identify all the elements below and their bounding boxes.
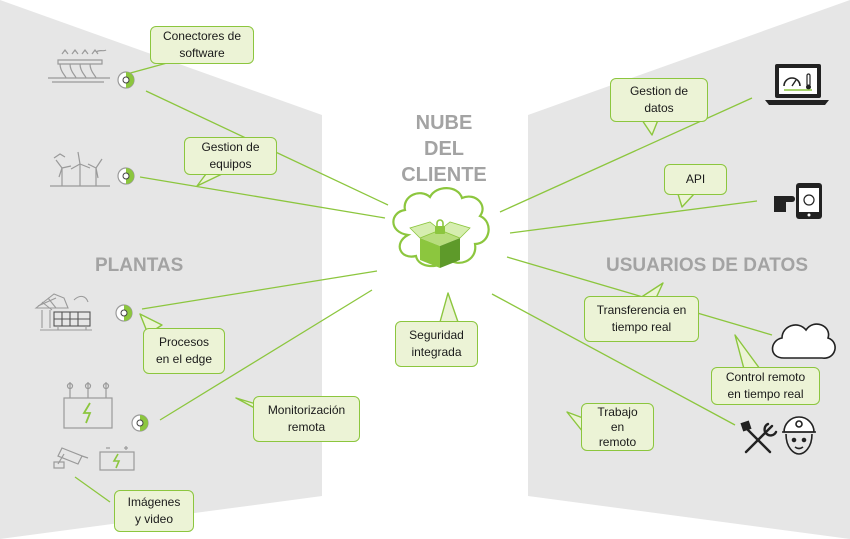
wind-turbines-icon: [50, 151, 110, 187]
cloud-title: NUBE DEL CLIENTE: [401, 112, 487, 186]
bubble-gestion-datos: Gestion de datos: [610, 78, 708, 122]
tail-imagenes: [74, 476, 111, 503]
technician-icon: [782, 416, 816, 455]
bubble-control-remoto: Control remoto en tiempo real: [711, 367, 820, 405]
cloud-outline-icon: [771, 323, 836, 359]
dot-solar-icon: [115, 304, 133, 322]
dot-dam-icon: [117, 71, 135, 89]
bubble-procesos-edge: Procesos en el edge: [143, 328, 225, 374]
bubble-conectores-software: Conectores de software: [150, 26, 254, 64]
cloud-box-icon: [392, 187, 490, 268]
line-tools: [491, 293, 736, 426]
tail-seguridad: [439, 292, 459, 323]
laptop-dashboard-icon: [765, 64, 829, 105]
plants-panel: [0, 0, 322, 539]
bubble-transferencia-tiempo-real: Transferencia en tiempo real: [584, 296, 699, 342]
bubble-seguridad-integrada: Seguridad integrada: [395, 321, 478, 367]
line-solar: [141, 270, 378, 310]
plants-title: PLANTAS: [95, 255, 184, 276]
tools-icon: [740, 420, 778, 454]
dot-transformer-icon: [131, 414, 149, 432]
tablet-touch-icon: [774, 183, 822, 219]
line-transformer: [159, 289, 373, 421]
bubble-gestion-equipos: Gestion de equipos: [184, 137, 277, 175]
line-tablet: [509, 200, 758, 234]
transformer-icon: [63, 382, 113, 429]
users-title: USUARIOS DE DATOS: [606, 255, 808, 276]
plant-dots: [115, 71, 149, 432]
bubble-trabajo-remoto: Trabajo en remoto: [581, 403, 654, 451]
bubble-monitorizacion-remota: Monitorización remota: [253, 396, 360, 442]
dam-icon: [48, 49, 110, 83]
solar-panels-icon: [34, 293, 92, 331]
line-wind: [139, 176, 386, 219]
battery-icon: [99, 446, 135, 471]
line-laptop: [499, 97, 753, 213]
bubble-api: API: [664, 164, 727, 195]
bubble-imagenes-video: Imágenes y video: [114, 490, 194, 532]
dot-wind-icon: [117, 167, 135, 185]
security-camera-icon: [53, 447, 89, 469]
